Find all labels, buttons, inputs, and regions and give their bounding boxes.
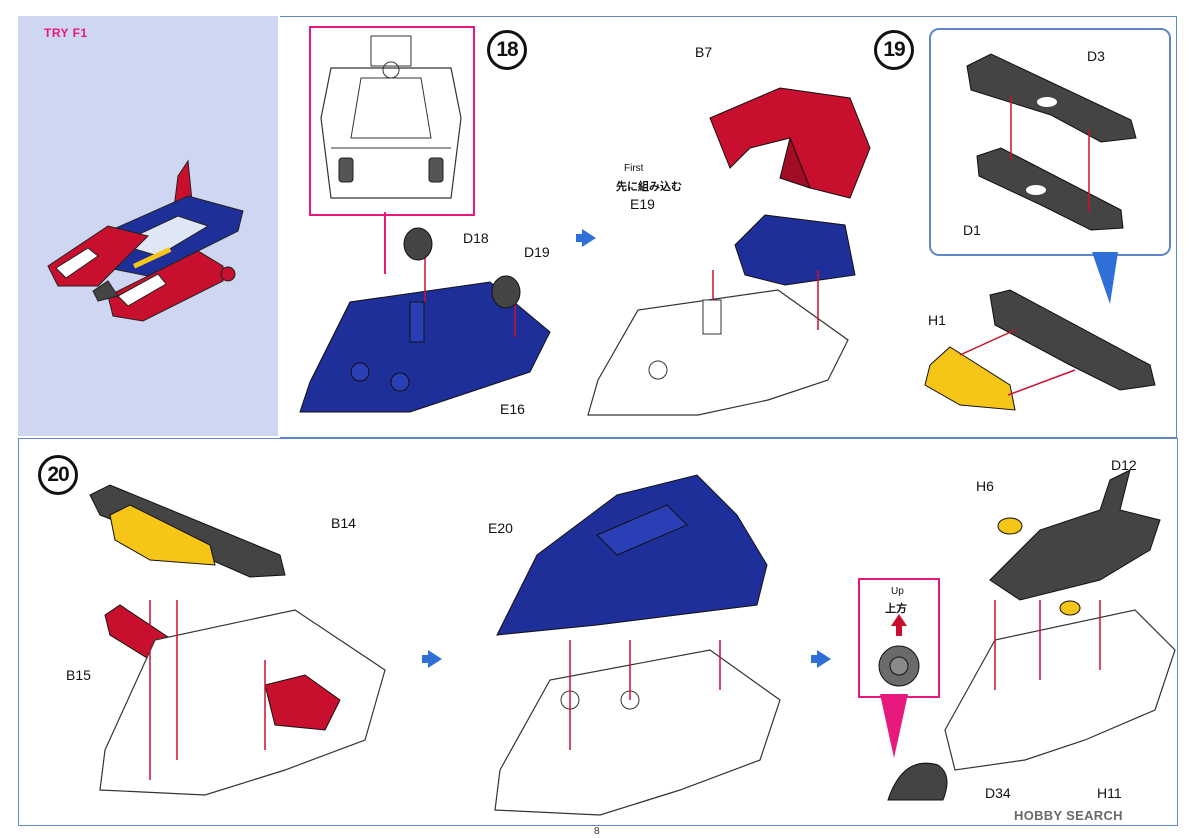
part-label-h1: H1 <box>928 312 946 328</box>
note-first-en: First <box>624 163 644 174</box>
chassis-e16-drawing <box>299 227 551 413</box>
canopy-d12-drawing <box>989 469 1161 616</box>
step-20-frame <box>18 438 1178 826</box>
chassis-step20-drawing <box>99 600 386 796</box>
part-label-b7: B7 <box>695 44 713 60</box>
step-20-number: 20 <box>38 455 78 495</box>
step-arrow-icon <box>576 229 596 247</box>
note-up-en: Up <box>891 586 904 597</box>
chassis-underside-drawing <box>320 35 462 199</box>
step-arrow-icon <box>422 650 442 668</box>
up-detail-callout: Up 上方 <box>858 578 940 698</box>
part-label-e20: E20 <box>488 520 513 536</box>
part-e19-drawing <box>734 214 856 286</box>
body-e20-drawing <box>496 474 768 636</box>
part-label-d34: D34 <box>985 785 1011 801</box>
chassis-detail-callout <box>309 26 475 216</box>
part-label-d3: D3 <box>1087 48 1105 64</box>
steps-18-19-frame <box>280 16 1177 438</box>
part-label-e19: E19 <box>630 196 655 212</box>
part-label-e16: E16 <box>500 401 525 417</box>
part-d34-drawing <box>887 762 948 801</box>
part-label-h11: H11 <box>1097 785 1122 801</box>
note-up-jp: 上方 <box>885 603 907 615</box>
step-19-number: 19 <box>874 30 914 70</box>
part-label-d12: D12 <box>1111 457 1137 473</box>
wing-assembled-drawing <box>89 484 286 578</box>
page-number: 8 <box>594 826 600 837</box>
up-callout-pointer <box>880 694 908 758</box>
chassis-body-drawing <box>494 640 781 816</box>
up-arrow-icon <box>878 614 920 687</box>
preview-panel: TRY F1 <box>18 16 278 436</box>
note-first-jp: 先に組み込む <box>616 181 682 193</box>
wing-assembly-drawing <box>924 289 1156 411</box>
part-label-b14: B14 <box>331 515 356 531</box>
part-label-d19: D19 <box>524 244 550 260</box>
step-18-number: 18 <box>487 30 527 70</box>
part-label-b15: B15 <box>66 667 91 683</box>
part-label-d1: D1 <box>963 222 981 238</box>
car-preview-image <box>47 159 244 322</box>
wing-d1-d3-drawing <box>966 53 1137 231</box>
chassis-outline-drawing <box>587 270 849 416</box>
watermark: HOBBY SEARCH <box>1014 808 1123 823</box>
callout-pointer <box>384 212 386 274</box>
wing-detail-callout: D3 D1 <box>929 28 1171 256</box>
chassis-final-drawing <box>944 600 1176 771</box>
body-b7-drawing <box>709 87 871 199</box>
step-arrow-icon <box>811 650 831 668</box>
wing-callout-pointer <box>1092 252 1118 304</box>
part-label-h6: H6 <box>976 478 994 494</box>
preview-title: TRY F1 <box>44 26 88 40</box>
part-label-d18: D18 <box>463 230 489 246</box>
